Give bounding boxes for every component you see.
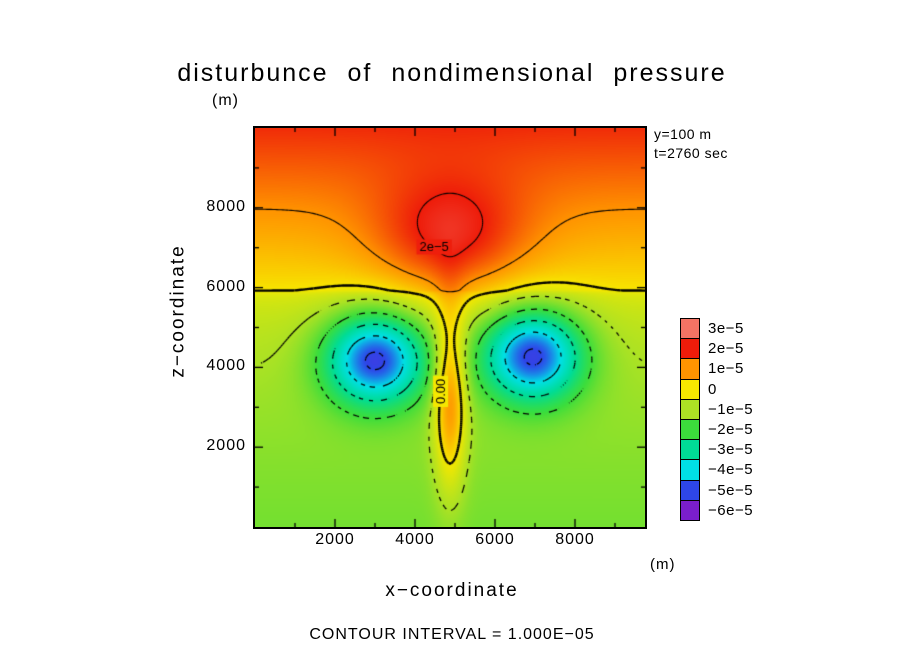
- time-annotation: t=2760 sec: [654, 145, 728, 161]
- y-tick-label: 4000: [206, 357, 246, 375]
- colorbar-swatch: [680, 418, 700, 441]
- x-axis-unit: (m): [650, 556, 676, 573]
- contour-plot-canvas: [255, 128, 645, 527]
- colorbar-swatch: [680, 499, 700, 521]
- colorbar-tick-label: −5e−5: [708, 481, 754, 499]
- colorbar-entry: −6e−5: [680, 499, 754, 521]
- colorbar-tick-label: −4e−5: [708, 461, 754, 479]
- colorbar-entry: 2e−5: [680, 338, 753, 360]
- x-axis-title: x−coordinate: [385, 580, 519, 601]
- y-tick-label: 6000: [206, 277, 246, 295]
- x-tick-label: 6000: [475, 531, 515, 548]
- x-tick-label: 8000: [555, 531, 595, 548]
- plot-area: [253, 126, 647, 529]
- x-tick-label: 2000: [315, 531, 355, 548]
- chart-title: disturbunce of nondimensional pressure: [177, 59, 727, 87]
- y-axis-title: z−coordinate: [167, 244, 189, 378]
- colorbar-tick-label: 3e−5: [708, 320, 744, 338]
- y-axis-unit: (m): [212, 92, 239, 109]
- colorbar-swatch: [680, 318, 700, 340]
- colorbar-tick-label: 2e−5: [708, 340, 744, 358]
- colorbar: 3e−5 2e−5 1e−5 0 −1e−5 −2e−5 −3e−5 −4e−5 −5e−5 −6…: [680, 318, 753, 521]
- y-tick-label: 2000: [206, 437, 246, 455]
- colorbar-tick-label: −1e−5: [708, 400, 754, 418]
- colorbar-swatch: [680, 338, 700, 360]
- colorbar-entry: −2e−5: [680, 418, 754, 441]
- colorbar-entry: −1e−5: [680, 398, 754, 420]
- colorbar-entry: −4e−5: [680, 459, 754, 481]
- contour-interval-note: CONTOUR INTERVAL = 1.000E−05: [309, 626, 595, 643]
- colorbar-swatch: [680, 358, 700, 380]
- colorbar-tick-label: 1e−5: [708, 360, 744, 378]
- colorbar-swatch: [680, 479, 700, 501]
- colorbar-entry: 0: [680, 378, 753, 400]
- colorbar-entry: 1e−5: [680, 358, 753, 380]
- colorbar-swatch: [680, 378, 700, 400]
- colorbar-swatch: [680, 459, 700, 481]
- slice-annotation: y=100 m: [654, 126, 712, 142]
- colorbar-swatch: [680, 439, 700, 461]
- colorbar-tick-label: −6e−5: [708, 501, 754, 519]
- colorbar-tick-label: 0: [708, 380, 717, 398]
- colorbar-swatch: [680, 398, 700, 420]
- x-tick-label: 4000: [395, 531, 435, 548]
- colorbar-tick-label: −3e−5: [708, 441, 754, 459]
- colorbar-entry: −5e−5: [680, 479, 754, 501]
- colorbar-tick-label: −2e−5: [708, 421, 754, 439]
- y-tick-label: 8000: [206, 197, 246, 215]
- colorbar-entry: −3e−5: [680, 439, 754, 461]
- colorbar-entry: 3e−5: [680, 318, 753, 340]
